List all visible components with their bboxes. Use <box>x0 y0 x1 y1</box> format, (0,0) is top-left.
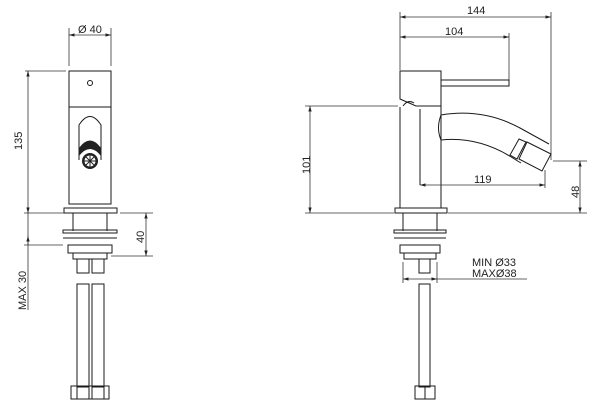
dim-body-height: 135 <box>13 132 25 150</box>
dim-thread-length: 40 <box>135 231 147 243</box>
dim-spout-reach: 119 <box>474 174 492 186</box>
dim-outlet-height: 48 <box>570 186 582 198</box>
dim-max-deck: MAX 30 <box>17 271 29 310</box>
dim-hole-max: MAXØ38 <box>472 268 517 280</box>
dim-width: Ø 40 <box>78 24 102 36</box>
side-view: 144 104 101 <box>301 5 587 400</box>
dim-spout-height: 101 <box>301 156 313 174</box>
dim-overall-depth: 144 <box>467 5 485 17</box>
dim-lever-length: 104 <box>445 26 463 38</box>
front-view: Ø 40 <box>13 24 153 400</box>
dim-hole-min: MIN Ø33 <box>472 257 516 269</box>
